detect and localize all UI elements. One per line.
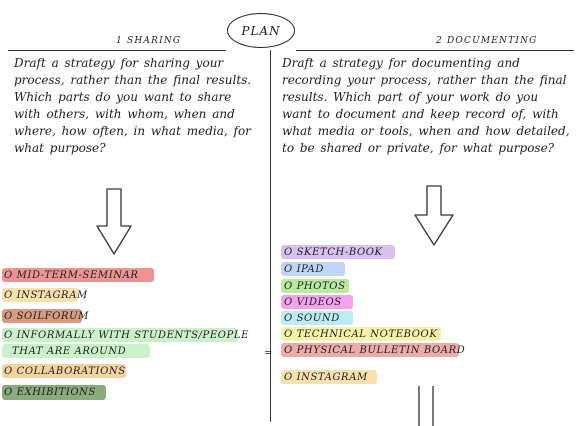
- highlight-sketch-book: [281, 245, 395, 259]
- list-item: o EXHIBITIONS: [4, 387, 96, 398]
- highlight-instagram: [2, 288, 78, 302]
- list-item: o PHYSICAL BULLETIN BOARD: [284, 345, 466, 356]
- list-item: o INSTAGRAM: [284, 372, 368, 383]
- header-rule-right: [296, 50, 574, 51]
- documenting-prompt: Draft a strategy for documenting and rec…: [282, 56, 570, 155]
- list-item: o PHOTOS: [284, 281, 346, 292]
- list-item: o INSTAGRAM: [4, 290, 88, 301]
- list-item: o SKETCH-BOOK: [284, 247, 383, 258]
- highlight-sound: [281, 311, 353, 325]
- list-item: THAT ARE AROUND: [12, 346, 127, 357]
- list-item: o INFORMALLY WITH STUDENTS/PEOPLE: [4, 330, 250, 341]
- column-divider: [270, 50, 271, 422]
- highlight-exhibitions: [2, 385, 106, 400]
- highlight-photos: [281, 279, 349, 293]
- list-item: o COLLABORATIONS: [4, 366, 126, 377]
- header-rule-left: [8, 50, 226, 51]
- divider-mark: =: [264, 348, 273, 359]
- highlight-physical-bulletin-board: [281, 343, 459, 357]
- page-title: PLAN: [227, 13, 295, 48]
- list-item: o IPAD: [284, 264, 324, 275]
- down-arrow-icon: [414, 185, 454, 246]
- down-arrow-icon: [96, 188, 132, 255]
- highlight-videos: [281, 295, 353, 309]
- highlight-technical-notebook: [281, 327, 441, 341]
- list-item: o TECHNICAL NOTEBOOK: [284, 329, 438, 340]
- highlight-informally: [2, 328, 238, 342]
- highlight-mid-term-seminar: [2, 268, 154, 282]
- documenting-heading: 2 DOCUMENTING: [436, 36, 538, 46]
- highlight-around: [2, 344, 150, 358]
- highlight-collaborations: [2, 364, 126, 378]
- highlight-soilforum: [2, 309, 82, 323]
- sharing-prompt: Draft a strategy for sharing your proces…: [14, 56, 252, 155]
- highlight-ipad: [281, 262, 345, 276]
- list-item: o SOUND: [284, 313, 340, 324]
- list-item: o MID-TERM-SEMINAR: [4, 270, 139, 281]
- list-item: o VIDEOS: [284, 297, 342, 308]
- highlight-instagram-right: [281, 370, 377, 384]
- sharing-heading: 1 SHARING: [116, 36, 182, 46]
- arrow-stem: [418, 386, 434, 426]
- list-item: o SOILFORUM: [4, 311, 89, 322]
